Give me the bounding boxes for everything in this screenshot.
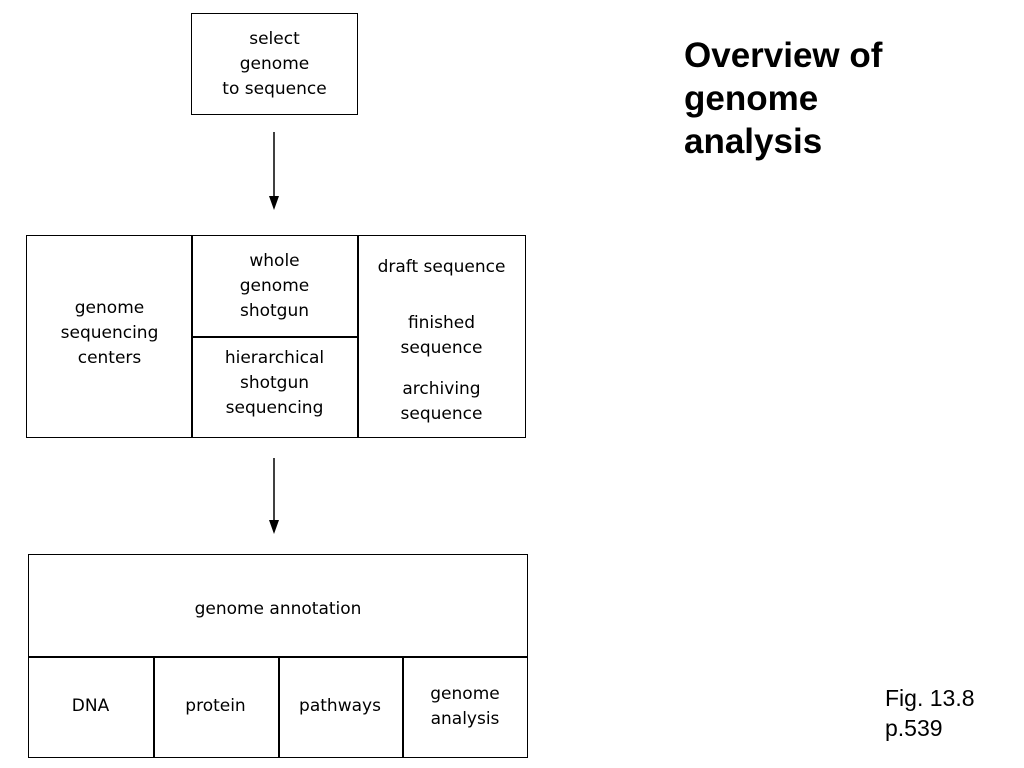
finished-sequence-label: finished sequence [400,313,483,358]
divider-pathways [402,656,404,758]
archiving-sequence-label: archiving sequence [400,379,483,424]
sequencing-centers-label: genome sequencing centers [60,298,159,368]
divider-protein [278,656,280,758]
pathways-label: pathways [299,696,381,716]
whole-genome-shotgun-label: whole genome shotgun [239,251,310,321]
hierarchical-shotgun-label: hierarchical shotgun sequencing [224,348,325,418]
dna-label: DNA [71,696,110,716]
page-title: Overview of genome analysis [684,36,883,161]
select-genome-box: select genome to sequence [191,13,358,115]
protein-label: protein [185,696,246,716]
arrow-down-1 [269,132,279,210]
select-genome-label: select genome to sequence [222,28,327,99]
draft-sequence-label: draft sequence [377,257,506,277]
figure-reference: Fig. 13.8 p.539 [885,685,975,741]
genome-annotation-label: genome annotation [194,599,362,619]
divider-dna [153,656,155,758]
arrow-down-2 [269,458,279,534]
genome-analysis-label: genome analysis [430,684,500,729]
divider-wgs-hierarchical [191,336,358,338]
